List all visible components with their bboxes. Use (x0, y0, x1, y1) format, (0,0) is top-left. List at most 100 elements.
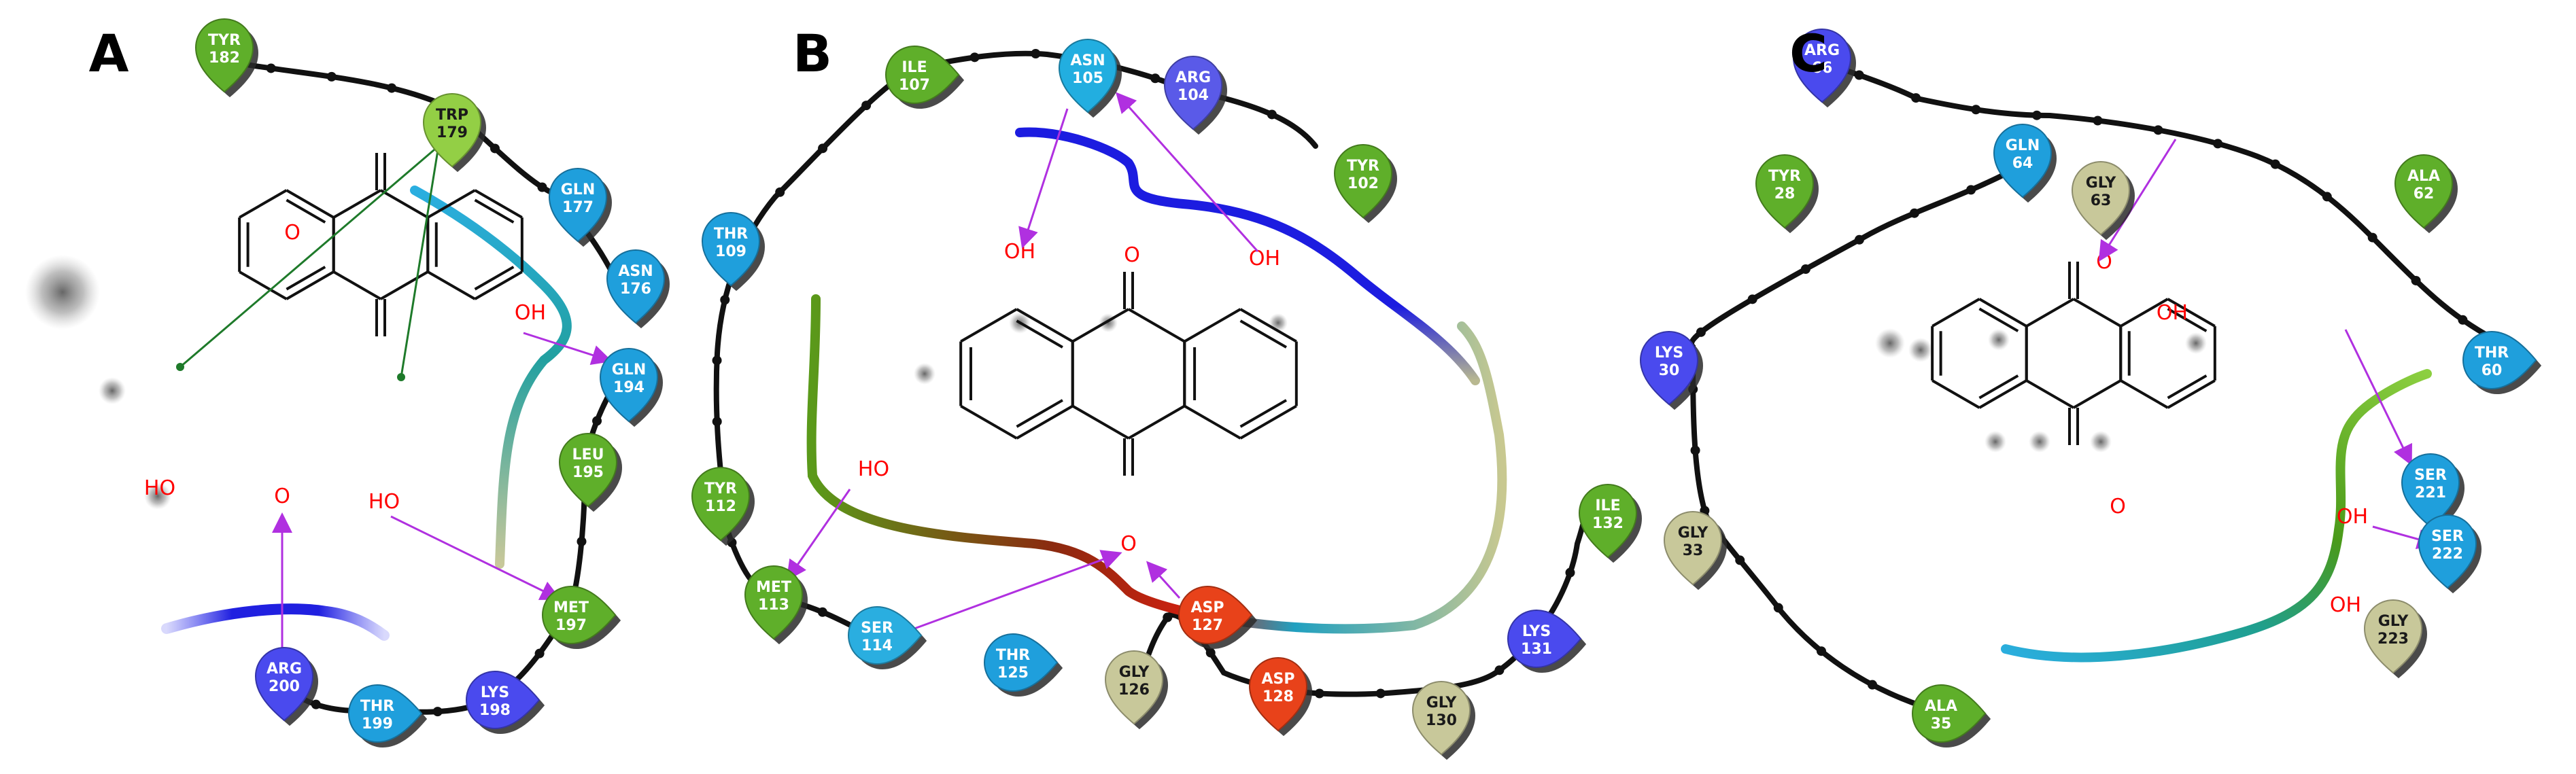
backbone-node (2322, 192, 2332, 202)
atom-label: O (1120, 532, 1137, 556)
exposure-halo (99, 377, 126, 404)
exposure-halo (25, 255, 100, 330)
residue-number: 126 (1118, 682, 1150, 699)
residue-name: GLY (1678, 525, 1709, 542)
residue-body (1663, 511, 1723, 586)
residue-name: GLY (1119, 664, 1150, 681)
backbone-node (592, 416, 602, 426)
backbone-node (1854, 70, 1864, 80)
exposure-halo (2185, 332, 2207, 354)
backbone-node (2031, 110, 2042, 120)
backbone-node (1150, 73, 1161, 84)
atom-label: OH (2337, 505, 2368, 529)
backbone-node (1868, 680, 1878, 690)
exposure-halo (1988, 329, 2010, 351)
residue-body (1912, 684, 1987, 743)
pocket-ribbons (161, 127, 2432, 663)
residue-number: 105 (1072, 70, 1103, 87)
residue-name: TRP (436, 107, 468, 124)
residue-number: 221 (2415, 485, 2446, 502)
residue-name: TYR (1768, 168, 1801, 185)
backbone-node (490, 143, 500, 154)
solvent-exposure-halos (25, 255, 2207, 510)
residue-number: 177 (562, 199, 594, 216)
residue-name: THR (360, 698, 394, 715)
residue-number: 30 (1659, 362, 1680, 379)
atom-label: HO (858, 457, 889, 481)
residue-body (254, 647, 314, 722)
residue-number: 125 (997, 665, 1029, 682)
residue-name: GLN (612, 362, 647, 379)
residue-body (194, 18, 254, 93)
backbone-node (326, 71, 337, 82)
atom-label: HO (144, 476, 175, 500)
backbone-segment (1139, 500, 1594, 697)
residue-name: TYR (704, 480, 737, 497)
residue-name: GLY (2378, 613, 2409, 630)
residue-body (885, 45, 960, 105)
hydrogen-bond-arrow (1146, 561, 1181, 599)
backbone-node (2093, 116, 2103, 126)
atom-label: HO (368, 490, 400, 514)
backbone-node (1690, 445, 1700, 455)
residue-number: 63 (2091, 192, 2112, 209)
hydrogen-bond-arrow (786, 489, 851, 581)
backbone-segment (1689, 160, 2029, 709)
residue-body (348, 684, 423, 743)
residue-number: 182 (209, 50, 240, 67)
backbone-node (775, 187, 785, 197)
residue-body (2363, 599, 2423, 674)
residue-number: 107 (899, 77, 930, 94)
residue-body (691, 467, 751, 542)
backbone-node (1747, 294, 1757, 304)
backbone-node (534, 648, 545, 658)
residue-body (1058, 39, 1118, 113)
backbone-segment (208, 55, 628, 302)
backbone-node (712, 355, 722, 366)
backbone-node (1031, 48, 1041, 58)
residue-body (1104, 650, 1164, 725)
backbone-node (1817, 646, 1827, 656)
residue-body (1792, 29, 1852, 103)
residue-body (1507, 609, 1582, 669)
atom-label: OH (1004, 240, 1035, 264)
backbone-node (1314, 688, 1324, 699)
residue-body (1248, 657, 1308, 732)
residue-name: TYR (1347, 158, 1379, 175)
backbone-node (1854, 234, 1864, 245)
residue-body (2071, 161, 2131, 236)
residue-name: THR (2475, 345, 2509, 362)
residue-body (744, 565, 804, 640)
backbone-node (1163, 612, 1173, 622)
backbone-node (266, 63, 276, 73)
backbone-node (1735, 555, 1745, 565)
backbone-node (1971, 105, 1981, 115)
residue-name: SER (2414, 467, 2447, 484)
residue-name: TYR (208, 32, 241, 49)
backbone-node (1800, 264, 1810, 274)
residue-name: THR (714, 226, 748, 243)
ring-centroid (397, 373, 405, 381)
pocket-ribbon (2001, 369, 2432, 663)
residue-body (606, 249, 666, 324)
residue-body (542, 585, 617, 645)
backbone-node (1565, 567, 1575, 578)
residue-name: SER (2431, 528, 2464, 545)
